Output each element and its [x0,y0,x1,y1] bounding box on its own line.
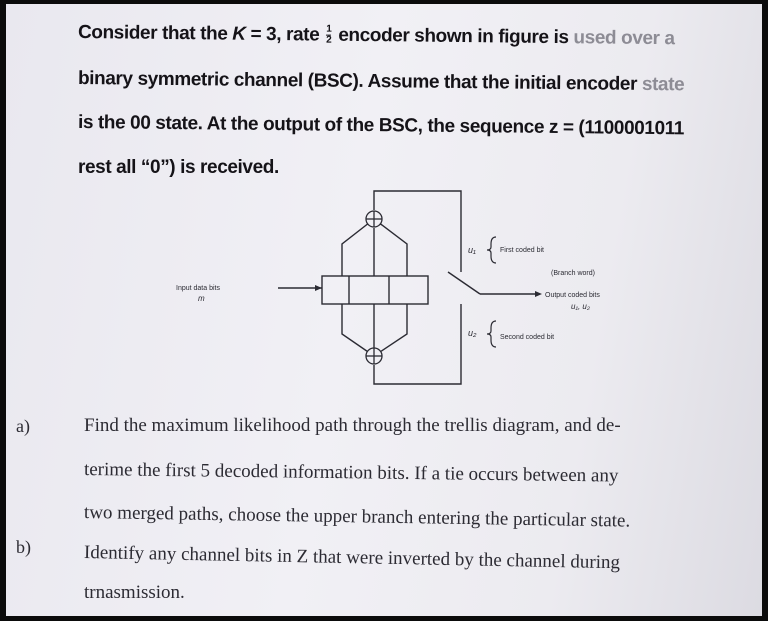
lower-adder-icon [365,347,383,365]
question-a-label: a) [16,416,30,436]
branch-word-label: (Branch word) [551,270,595,277]
output-coded-bits-label: Output coded bits [545,292,600,299]
problem-line-4: rest all “0”) is received. [78,157,279,178]
question-b-label: b) [16,537,31,557]
commutator-switch [447,271,481,295]
u2-brace-icon [486,320,497,348]
u1-brace-icon [486,236,497,264]
input-symbol: m [198,294,205,303]
input-arrow-icon [315,285,322,291]
input-label: Input data bits [176,285,220,292]
question-a-line-1: Find the maximum likelihood path through… [84,415,621,436]
u2-symbol: u₂ [468,328,477,338]
question-b-line-2: trnasmission. [84,582,185,603]
upper-adder-icon [365,210,383,228]
u1-symbol: u₁ [468,245,476,255]
output-arrow-icon [535,291,542,297]
second-coded-bit-label: Second coded bit [500,334,554,341]
output-symbol: u₁, u₂ [571,302,590,311]
encoder-diagram: Input data bits m u₁ First coded bit (Br… [176,190,600,385]
first-coded-bit-label: First coded bit [500,247,544,254]
shift-register [321,275,429,305]
